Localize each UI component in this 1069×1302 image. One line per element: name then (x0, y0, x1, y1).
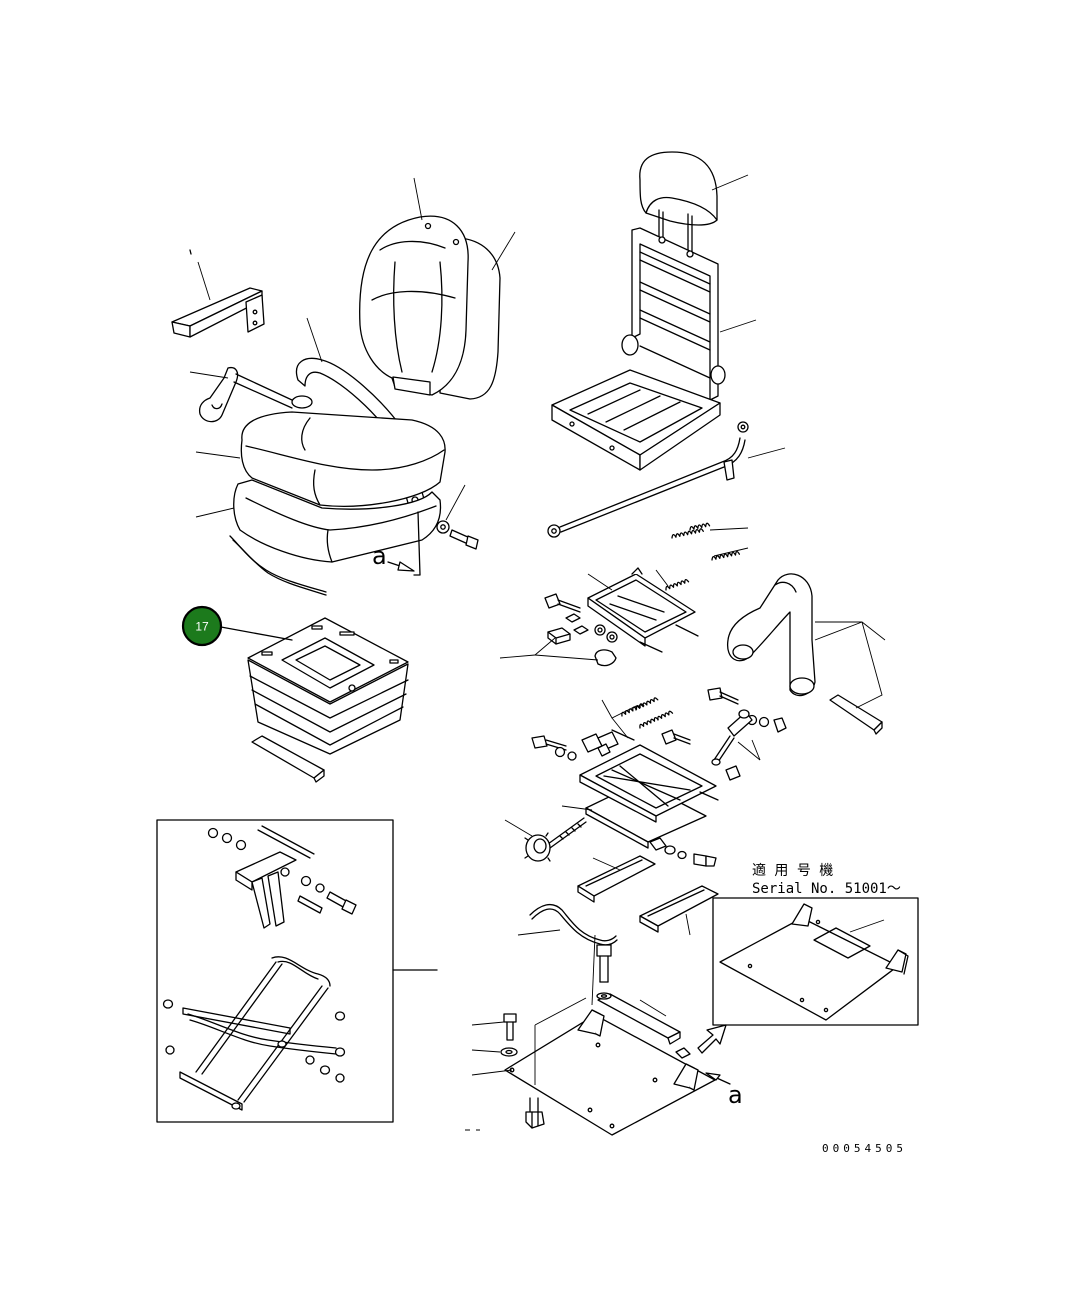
slide-rail-left (577, 855, 656, 903)
armrest-tube-right (727, 573, 816, 697)
seat-pan-frame (551, 369, 721, 471)
seat-cushion-upper (240, 411, 446, 507)
inset-box-right (712, 897, 919, 1026)
wire-lower (529, 903, 617, 942)
headrest (639, 151, 718, 253)
drawing-number: 00054505 (822, 1142, 907, 1155)
suspension-scissor (579, 744, 719, 849)
adjustment-knob (524, 817, 587, 862)
reference-mark-a-left: a (372, 542, 387, 570)
callout-17-label: 17 (195, 620, 209, 634)
lever-knobs (547, 627, 617, 667)
scissor-frame (162, 956, 346, 1111)
reference-mark-a-right: a (728, 1081, 743, 1109)
wire-harness-inner (232, 539, 327, 596)
seat-cushion-lower (233, 479, 442, 563)
callout-17-marker[interactable] (181, 605, 223, 647)
seat-back-cushion (359, 215, 501, 400)
suspension-bellows (247, 617, 409, 755)
rail-fasteners (649, 837, 717, 867)
hanging-bracket (207, 825, 357, 929)
seat-back-frame (621, 227, 726, 401)
reference-arrow-left (387, 511, 421, 576)
direction-arrow (697, 1024, 727, 1054)
spacer-bar (829, 694, 883, 735)
applicability-serial: Serial No. 51001～ (752, 881, 901, 897)
spring-set-middle (621, 697, 674, 729)
armrest-pad (171, 287, 265, 338)
seat-belt (198, 366, 293, 423)
wire-lower-inner (531, 908, 618, 946)
middle-fasteners (531, 729, 691, 761)
base-bolt (596, 944, 612, 1000)
spring-set-upper (665, 522, 741, 591)
reference-arrow-right (705, 1072, 731, 1085)
slide-rail-right (639, 885, 719, 933)
shock-absorber (707, 687, 787, 781)
base-fasteners-left (500, 1013, 545, 1129)
leader-lines (189, 174, 886, 1131)
rod (251, 735, 325, 783)
applicability-title: 適 用 号 機 (752, 862, 833, 879)
ground-cable (547, 421, 749, 538)
bolt-washer (436, 520, 479, 550)
mark-tick (189, 249, 192, 255)
base-plate (504, 993, 716, 1136)
callout-17[interactable]: 17 (181, 605, 293, 647)
upper-bracket-assembly (544, 567, 699, 653)
inset-box-left (156, 819, 438, 1123)
